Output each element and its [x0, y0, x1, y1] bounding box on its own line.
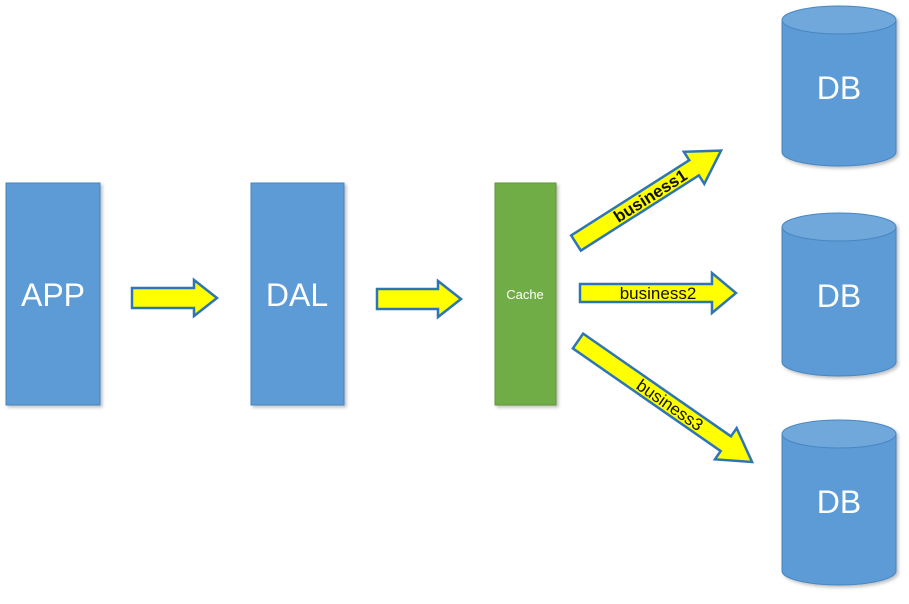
db-node-3	[781, 419, 897, 586]
db-node-1	[781, 5, 897, 167]
arrow-dal-to-cache	[375, 278, 464, 320]
db1-label: DB	[817, 70, 861, 106]
app-label: APP	[21, 277, 85, 313]
arrow-app-to-dal	[130, 277, 220, 319]
cache-text: Cache	[506, 287, 544, 302]
db3-label: DB	[817, 484, 861, 520]
db-node-2	[781, 212, 897, 377]
db2-label: DB	[817, 278, 861, 314]
arrow-business2: business2	[578, 270, 738, 316]
dal-label: DAL	[266, 277, 328, 313]
arrow-business3: business3	[571, 331, 755, 464]
dal-node: DAL	[250, 182, 345, 406]
business2-label: business2	[620, 284, 697, 303]
business1-label: business1	[610, 166, 690, 227]
arrow-business1: business1	[569, 149, 724, 253]
cache-node: Cache	[494, 182, 557, 406]
app-node: APP	[5, 182, 101, 406]
business3-label: business3	[633, 376, 707, 435]
